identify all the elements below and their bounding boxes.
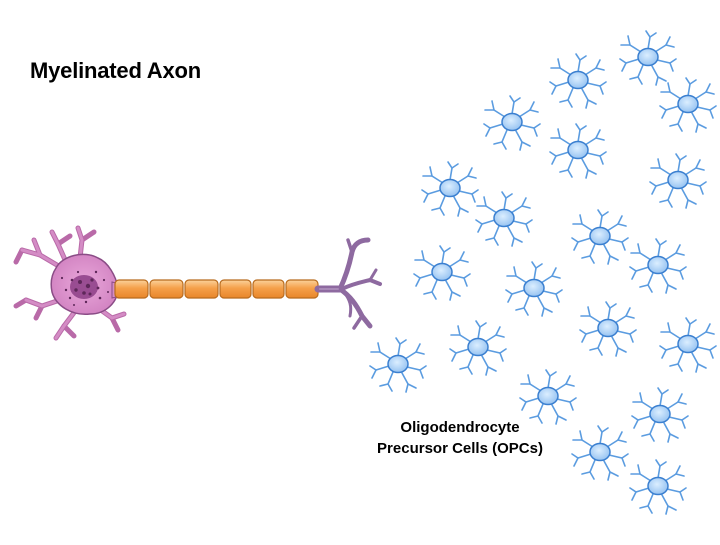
myelin-segment	[149, 279, 184, 299]
opc-cell-icon	[519, 369, 577, 425]
opc-label-line1: Oligodendrocyte	[400, 419, 520, 436]
opc-cell-icon	[579, 301, 637, 357]
myelin-segment	[219, 279, 252, 299]
opc-cell-icon	[629, 238, 687, 294]
nucleus-granules	[60, 270, 109, 306]
opc-cell-icon	[631, 387, 689, 443]
neuron-nucleus	[70, 275, 98, 299]
opc-cell-icon	[571, 425, 629, 481]
myelin-segment	[252, 279, 285, 299]
opc-cell-icon	[475, 191, 533, 247]
opc-cell-icon	[571, 209, 629, 265]
opc-cell-icon	[421, 161, 479, 217]
opc-cell-icon	[549, 53, 607, 109]
opc-cell-icon	[649, 153, 707, 209]
diagram-title: Myelinated Axon	[30, 58, 201, 83]
opc-label-line2: Precursor Cells (OPCs)	[377, 440, 543, 457]
axon-terminal	[314, 237, 382, 330]
opc-cell-icon	[619, 30, 677, 86]
opc-cell-icon	[659, 77, 717, 133]
opc-cell-icon	[369, 337, 427, 393]
myelin-segment	[114, 279, 149, 299]
opc-cell-icon	[629, 459, 687, 515]
myelin-sheath	[114, 279, 319, 299]
myelin-segment	[285, 279, 319, 299]
opc-cell-icon	[483, 95, 541, 151]
neuron-icon	[13, 225, 127, 341]
opc-cell-icon	[659, 317, 717, 373]
opc-cell-icon	[505, 261, 563, 317]
opc-cell-icon	[449, 320, 507, 376]
myelin-segment	[184, 279, 219, 299]
opc-label: Oligodendrocyte Precursor Cells (OPCs)	[360, 417, 560, 459]
opc-cell-icon	[413, 245, 471, 301]
opc-cell-icon	[549, 123, 607, 179]
